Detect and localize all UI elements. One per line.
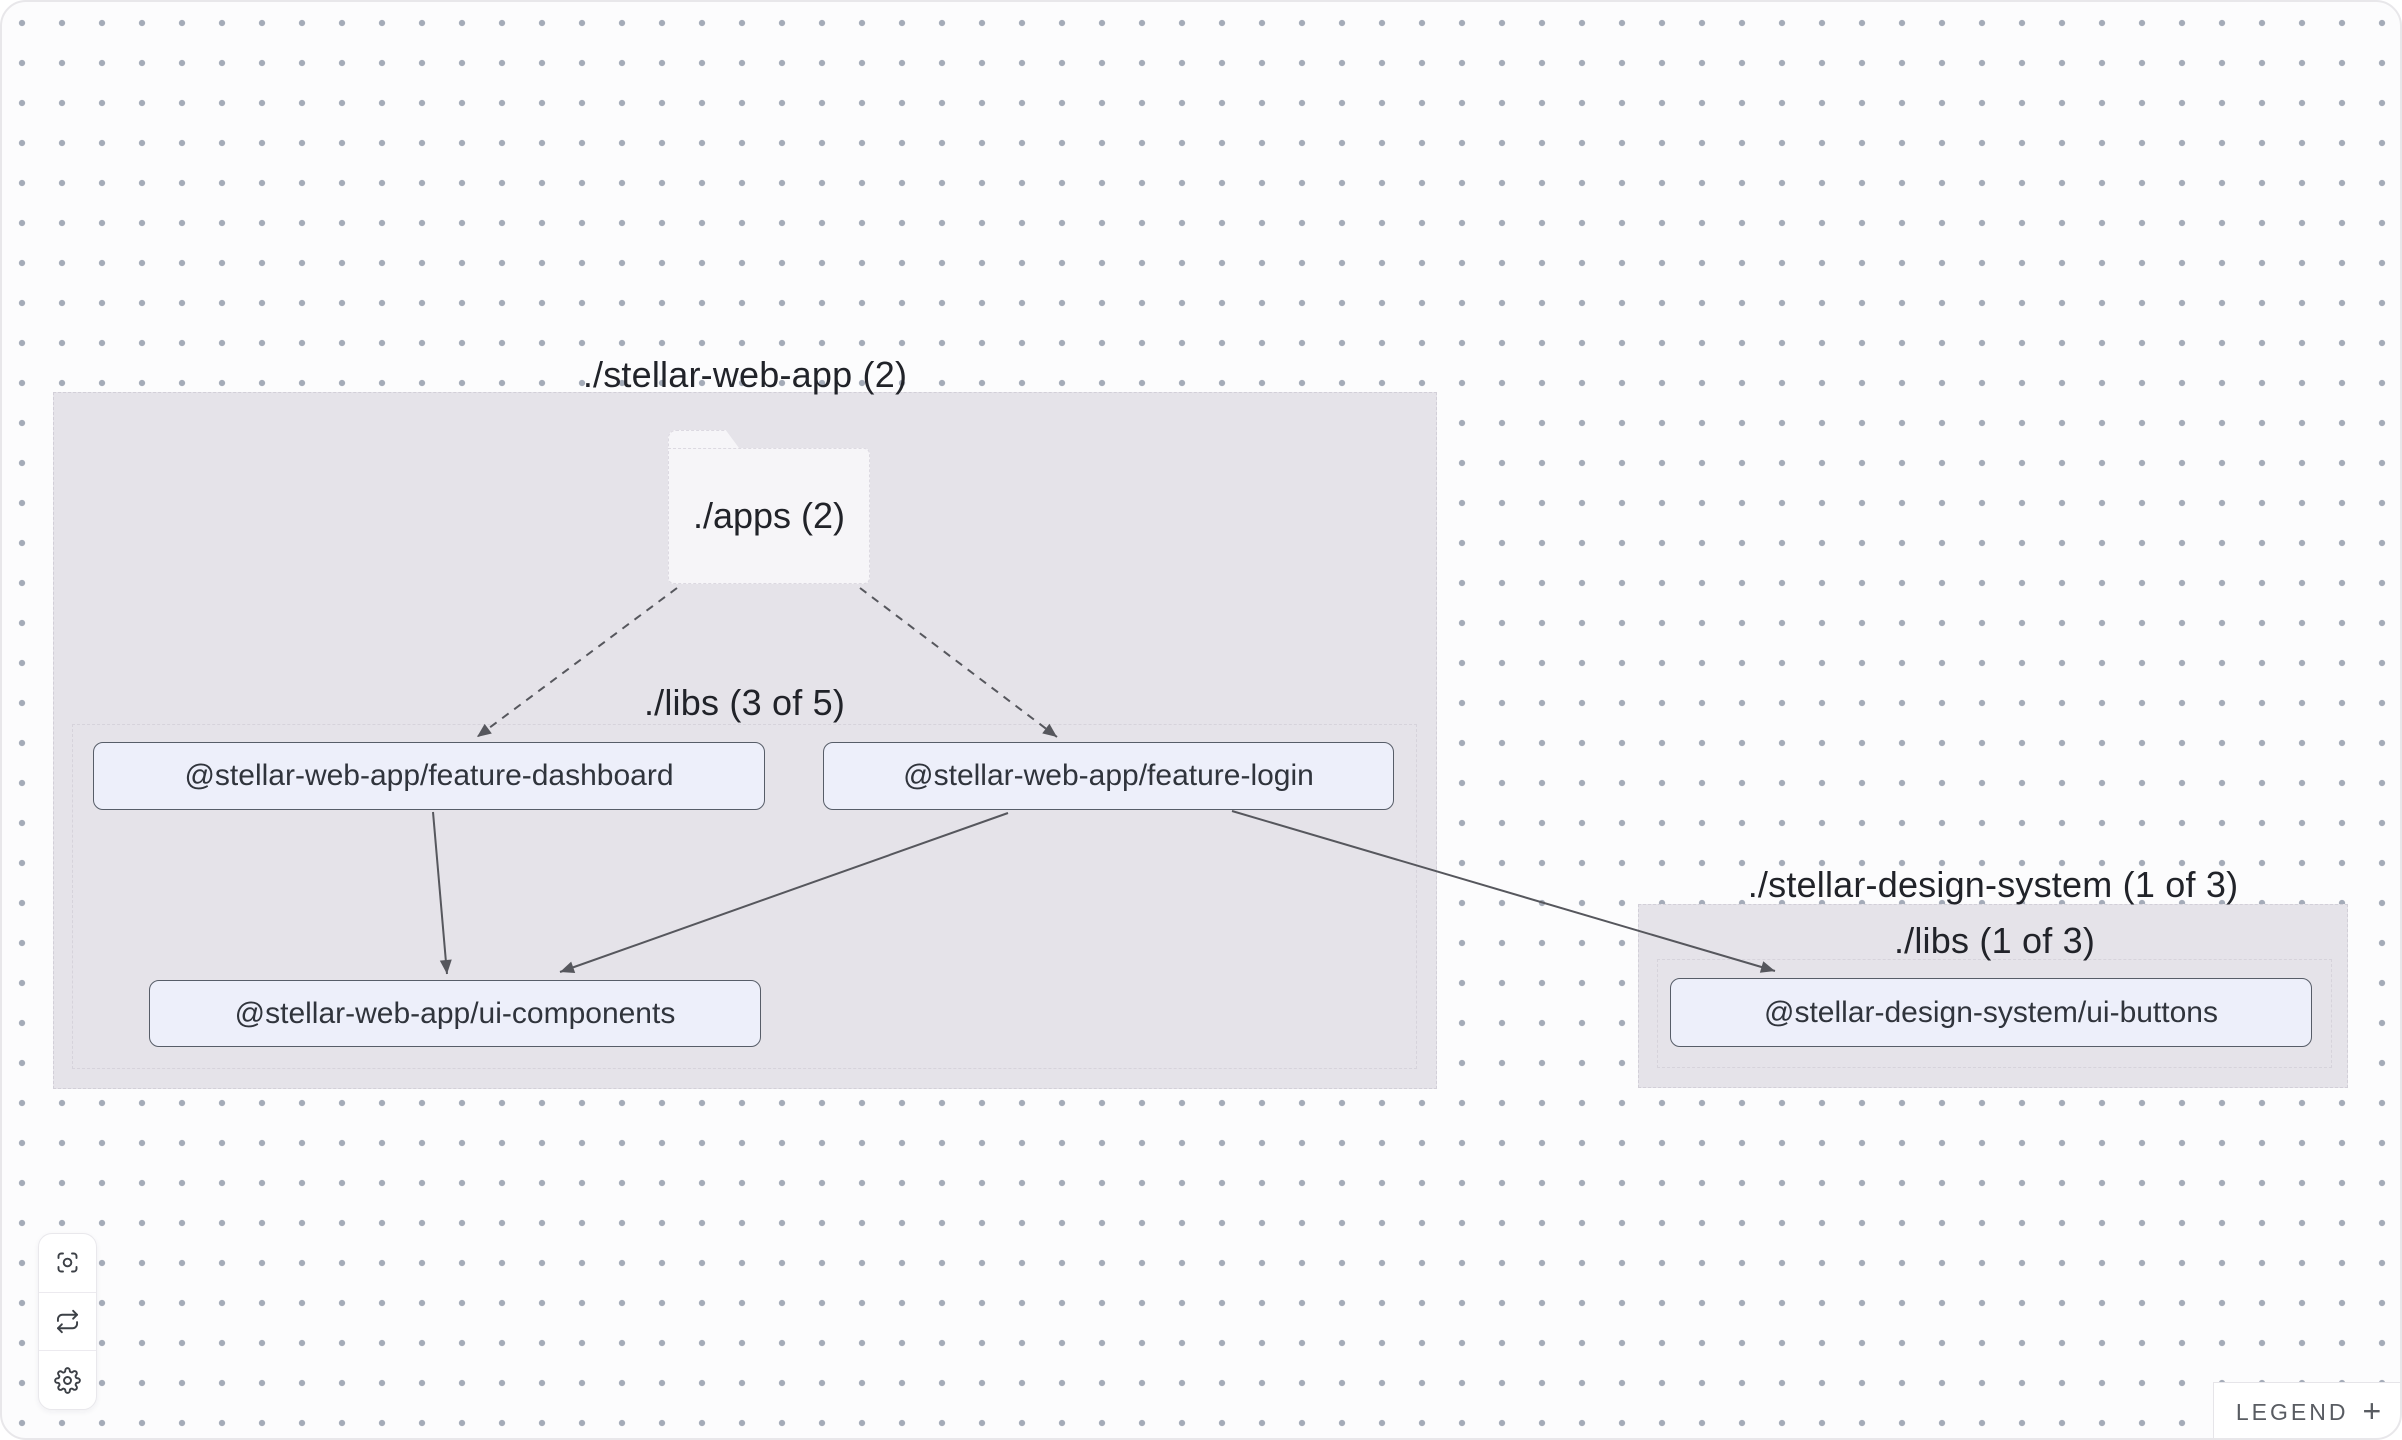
edge-apps-to-feature-dashboard[interactable] [476, 587, 678, 738]
graph-settings-button[interactable] [39, 1350, 96, 1409]
legend-toggle-button[interactable]: LEGEND + [2213, 1382, 2402, 1440]
node-feature-dashboard[interactable]: @stellar-web-app/feature-dashboard [93, 742, 765, 810]
canvas-control-panel [38, 1233, 97, 1410]
edge-apps-to-feature-login[interactable] [859, 587, 1058, 738]
edge-feature-dashboard-to-ui-components[interactable] [432, 811, 452, 975]
node-ui-components[interactable]: @stellar-web-app/ui-components [149, 980, 761, 1047]
edge-feature-login-to-ui-buttons[interactable] [1231, 810, 1776, 973]
refresh-graph-button[interactable] [39, 1291, 96, 1351]
node-feature-login[interactable]: @stellar-web-app/feature-login [823, 742, 1394, 810]
legend-label: LEGEND [2235, 1398, 2349, 1425]
subgroup-title-web-libs: ./libs (3 of 5) [643, 682, 846, 723]
edge-feature-login-to-ui-components[interactable] [559, 812, 1009, 973]
zoom-to-fit-button[interactable] [39, 1234, 96, 1292]
folder-label[interactable]: ./apps (2) [668, 448, 870, 584]
subgroup-stellar-web-app-libs [72, 724, 1417, 1069]
subgroup-stellar-design-system-libs [1657, 959, 2332, 1068]
settings-icon [54, 1366, 81, 1394]
refresh-icon [56, 1309, 79, 1334]
plus-icon: + [2362, 1392, 2382, 1429]
focus-icon [57, 1252, 78, 1273]
group-title-stellar-web-app: ./stellar-web-app (2) [582, 354, 908, 395]
subgroup-title-design-libs: ./libs (1 of 3) [1893, 920, 2096, 961]
group-title-stellar-design-system: ./stellar-design-system (1 of 3) [1747, 864, 2239, 905]
node-ui-buttons[interactable]: @stellar-design-system/ui-buttons [1670, 978, 2312, 1047]
